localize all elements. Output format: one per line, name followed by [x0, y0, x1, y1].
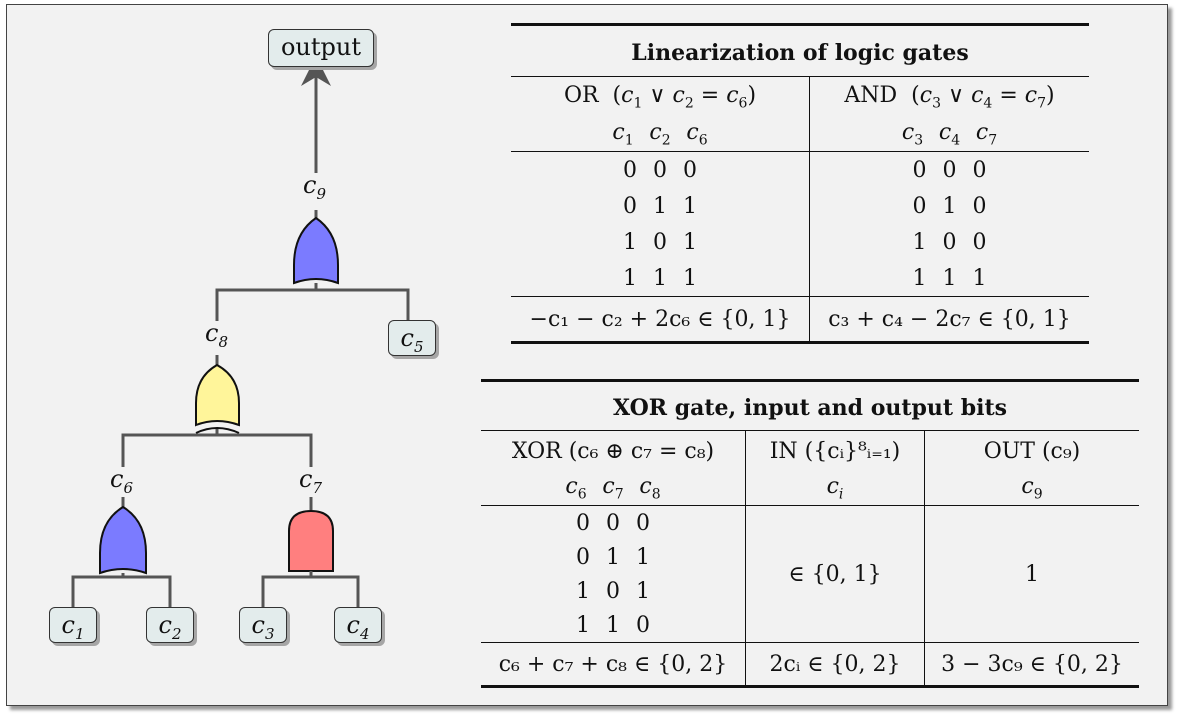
or-constraint: −c₁ − c₂ + 2c₆ ∈ {0, 1}	[529, 306, 791, 332]
in-value: ∈ {0, 1}	[745, 505, 925, 643]
input-node-c3: c3	[239, 607, 287, 643]
wire-c6-branches	[71, 573, 125, 607]
input-node-c2: c2	[146, 607, 194, 643]
xor-io-table: XOR gate, input and output bits XOR (c₆ …	[481, 379, 1139, 688]
and-header: AND (c3 ∨ c4 = c7)	[809, 76, 1089, 117]
table1-title: Linearization of logic gates	[631, 40, 969, 66]
or-vars: c1 c2 c6	[612, 119, 708, 149]
xor-gate-arc	[195, 427, 240, 434]
wire-label-c8: c8	[205, 319, 228, 351]
figure-frame: output c9 c8 c6 c7 c5 c1 c2 c3 c4 Linear…	[6, 4, 1168, 706]
linearization-table: Linearization of logic gates OR (c1 ∨ c2…	[511, 23, 1089, 344]
wire-c5-branch	[316, 288, 410, 320]
or-gate-left	[99, 505, 147, 575]
in-var: ci	[745, 471, 925, 506]
out-value: 1	[924, 505, 1139, 643]
or-header: OR (c1 ∨ c2 = c6)	[563, 82, 757, 112]
in-constraint: 2cᵢ ∈ {0, 2}	[745, 642, 925, 687]
or-gate-top	[293, 216, 339, 285]
wire-c8-right	[217, 433, 313, 467]
wire-label-c7: c7	[299, 465, 322, 497]
wire-c6-right	[123, 575, 172, 607]
wire-c9-branches	[215, 283, 318, 321]
out-constraint: 3 − 3c₉ ∈ {0, 2}	[924, 642, 1139, 687]
wire-label-c6: c6	[110, 465, 133, 497]
circuit-diagram	[71, 56, 410, 607]
in-header: IN ({cᵢ}⁸ᵢ₌₁)	[745, 430, 925, 471]
wire-c7-branches	[261, 571, 313, 607]
xor-vars: c6 c7 c8	[565, 473, 661, 503]
and-gate	[288, 509, 334, 572]
wire-label-c9: c9	[303, 171, 326, 203]
and-vars: c3 c4 c7	[809, 117, 1089, 152]
out-header: OUT (c₉)	[924, 430, 1139, 471]
output-node: output	[268, 29, 374, 67]
input-node-c4: c4	[334, 607, 382, 643]
input-node-c5: c5	[388, 320, 436, 356]
out-var: c9	[924, 471, 1139, 506]
xor-gate	[195, 363, 240, 427]
xor-constraint: c₆ + c₇ + c₈ ∈ {0, 2}	[498, 651, 728, 677]
wire-c8-branches	[121, 429, 219, 467]
table2-title: XOR gate, input and output bits	[612, 395, 1008, 421]
input-node-c1: c1	[49, 607, 97, 643]
and-constraint: c₃ + c₄ − 2c₇ ∈ {0, 1}	[809, 296, 1089, 343]
wire-c7-right	[311, 575, 360, 607]
xor-header: XOR (c₆ ⊕ c₇ = c₈)	[511, 438, 715, 464]
